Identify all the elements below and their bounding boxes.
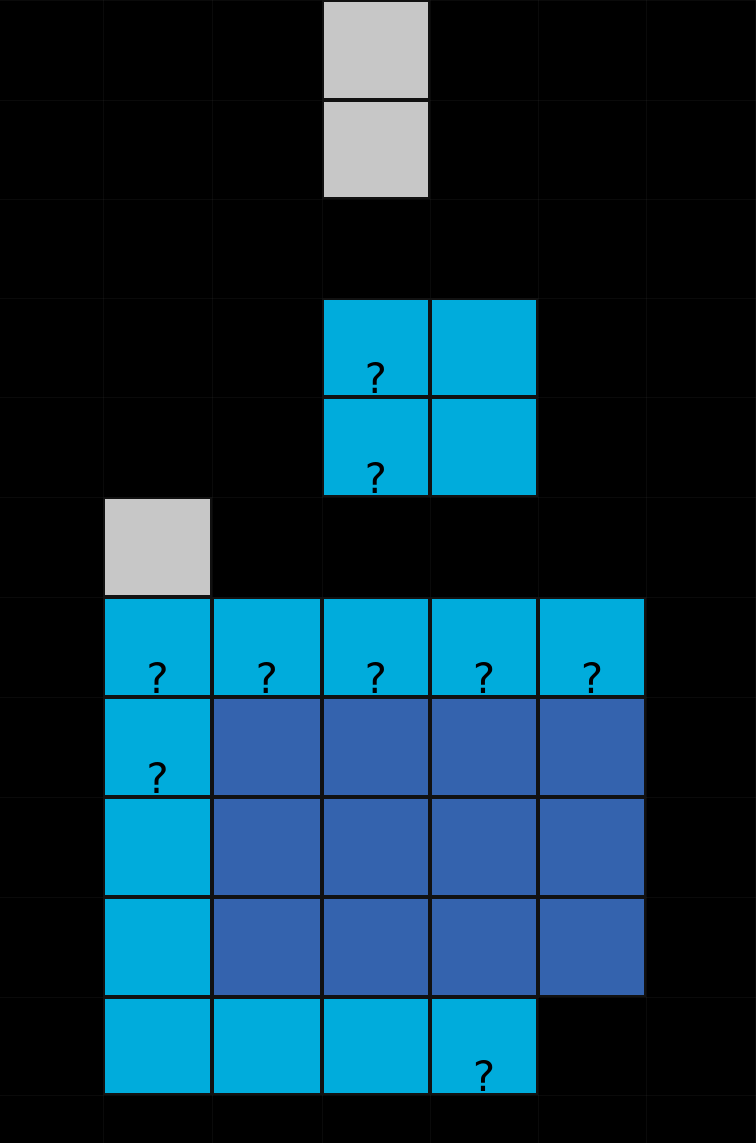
question-mark: ? bbox=[364, 654, 387, 703]
tile-cyan bbox=[103, 897, 212, 997]
tile-blue bbox=[430, 697, 538, 797]
question-mark: ? bbox=[472, 654, 496, 703]
tile-blue bbox=[538, 797, 646, 897]
tile-blue bbox=[212, 697, 322, 797]
tile-cyan-question[interactable]: ? bbox=[103, 697, 212, 803]
tile-gray bbox=[321, 0, 430, 100]
grid-line-vertical bbox=[646, 0, 647, 1143]
tile-cyan-question[interactable]: ? bbox=[538, 597, 646, 703]
tile-blue bbox=[538, 897, 646, 997]
tile-gray bbox=[103, 497, 212, 597]
tile-blue bbox=[321, 697, 430, 797]
tile-cyan bbox=[103, 997, 212, 1095]
tile-cyan-question[interactable]: ? bbox=[103, 597, 212, 703]
tile-cyan-question[interactable]: ? bbox=[212, 597, 322, 703]
tile-blue bbox=[321, 797, 430, 897]
tile-cyan bbox=[321, 997, 430, 1095]
tile-cyan bbox=[103, 797, 212, 897]
tile-blue bbox=[430, 897, 538, 997]
tile-blue bbox=[430, 797, 538, 897]
question-mark: ? bbox=[364, 454, 387, 503]
grid-line-horizontal bbox=[0, 1095, 756, 1096]
tile-cyan bbox=[430, 397, 538, 497]
tile-blue bbox=[212, 897, 322, 997]
question-mark: ? bbox=[580, 654, 604, 703]
tile-blue bbox=[321, 897, 430, 997]
tile-cyan-question[interactable]: ? bbox=[321, 397, 430, 503]
tile-cyan-question[interactable]: ? bbox=[430, 997, 538, 1101]
tile-blue bbox=[212, 797, 322, 897]
question-mark: ? bbox=[146, 754, 169, 803]
question-mark: ? bbox=[255, 654, 278, 703]
tile-cyan bbox=[430, 297, 538, 397]
tile-cyan-question[interactable]: ? bbox=[321, 597, 430, 703]
tile-cyan bbox=[212, 997, 322, 1095]
question-mark: ? bbox=[472, 1052, 496, 1101]
tile-gray bbox=[321, 99, 430, 199]
question-mark: ? bbox=[146, 654, 169, 703]
tile-cyan-question[interactable]: ? bbox=[430, 597, 538, 703]
tile-cyan-question[interactable]: ? bbox=[321, 297, 430, 403]
tile-blue bbox=[538, 697, 646, 797]
question-mark: ? bbox=[364, 354, 387, 403]
grid-line-horizontal bbox=[0, 199, 756, 200]
grid-line-vertical bbox=[754, 0, 756, 1143]
